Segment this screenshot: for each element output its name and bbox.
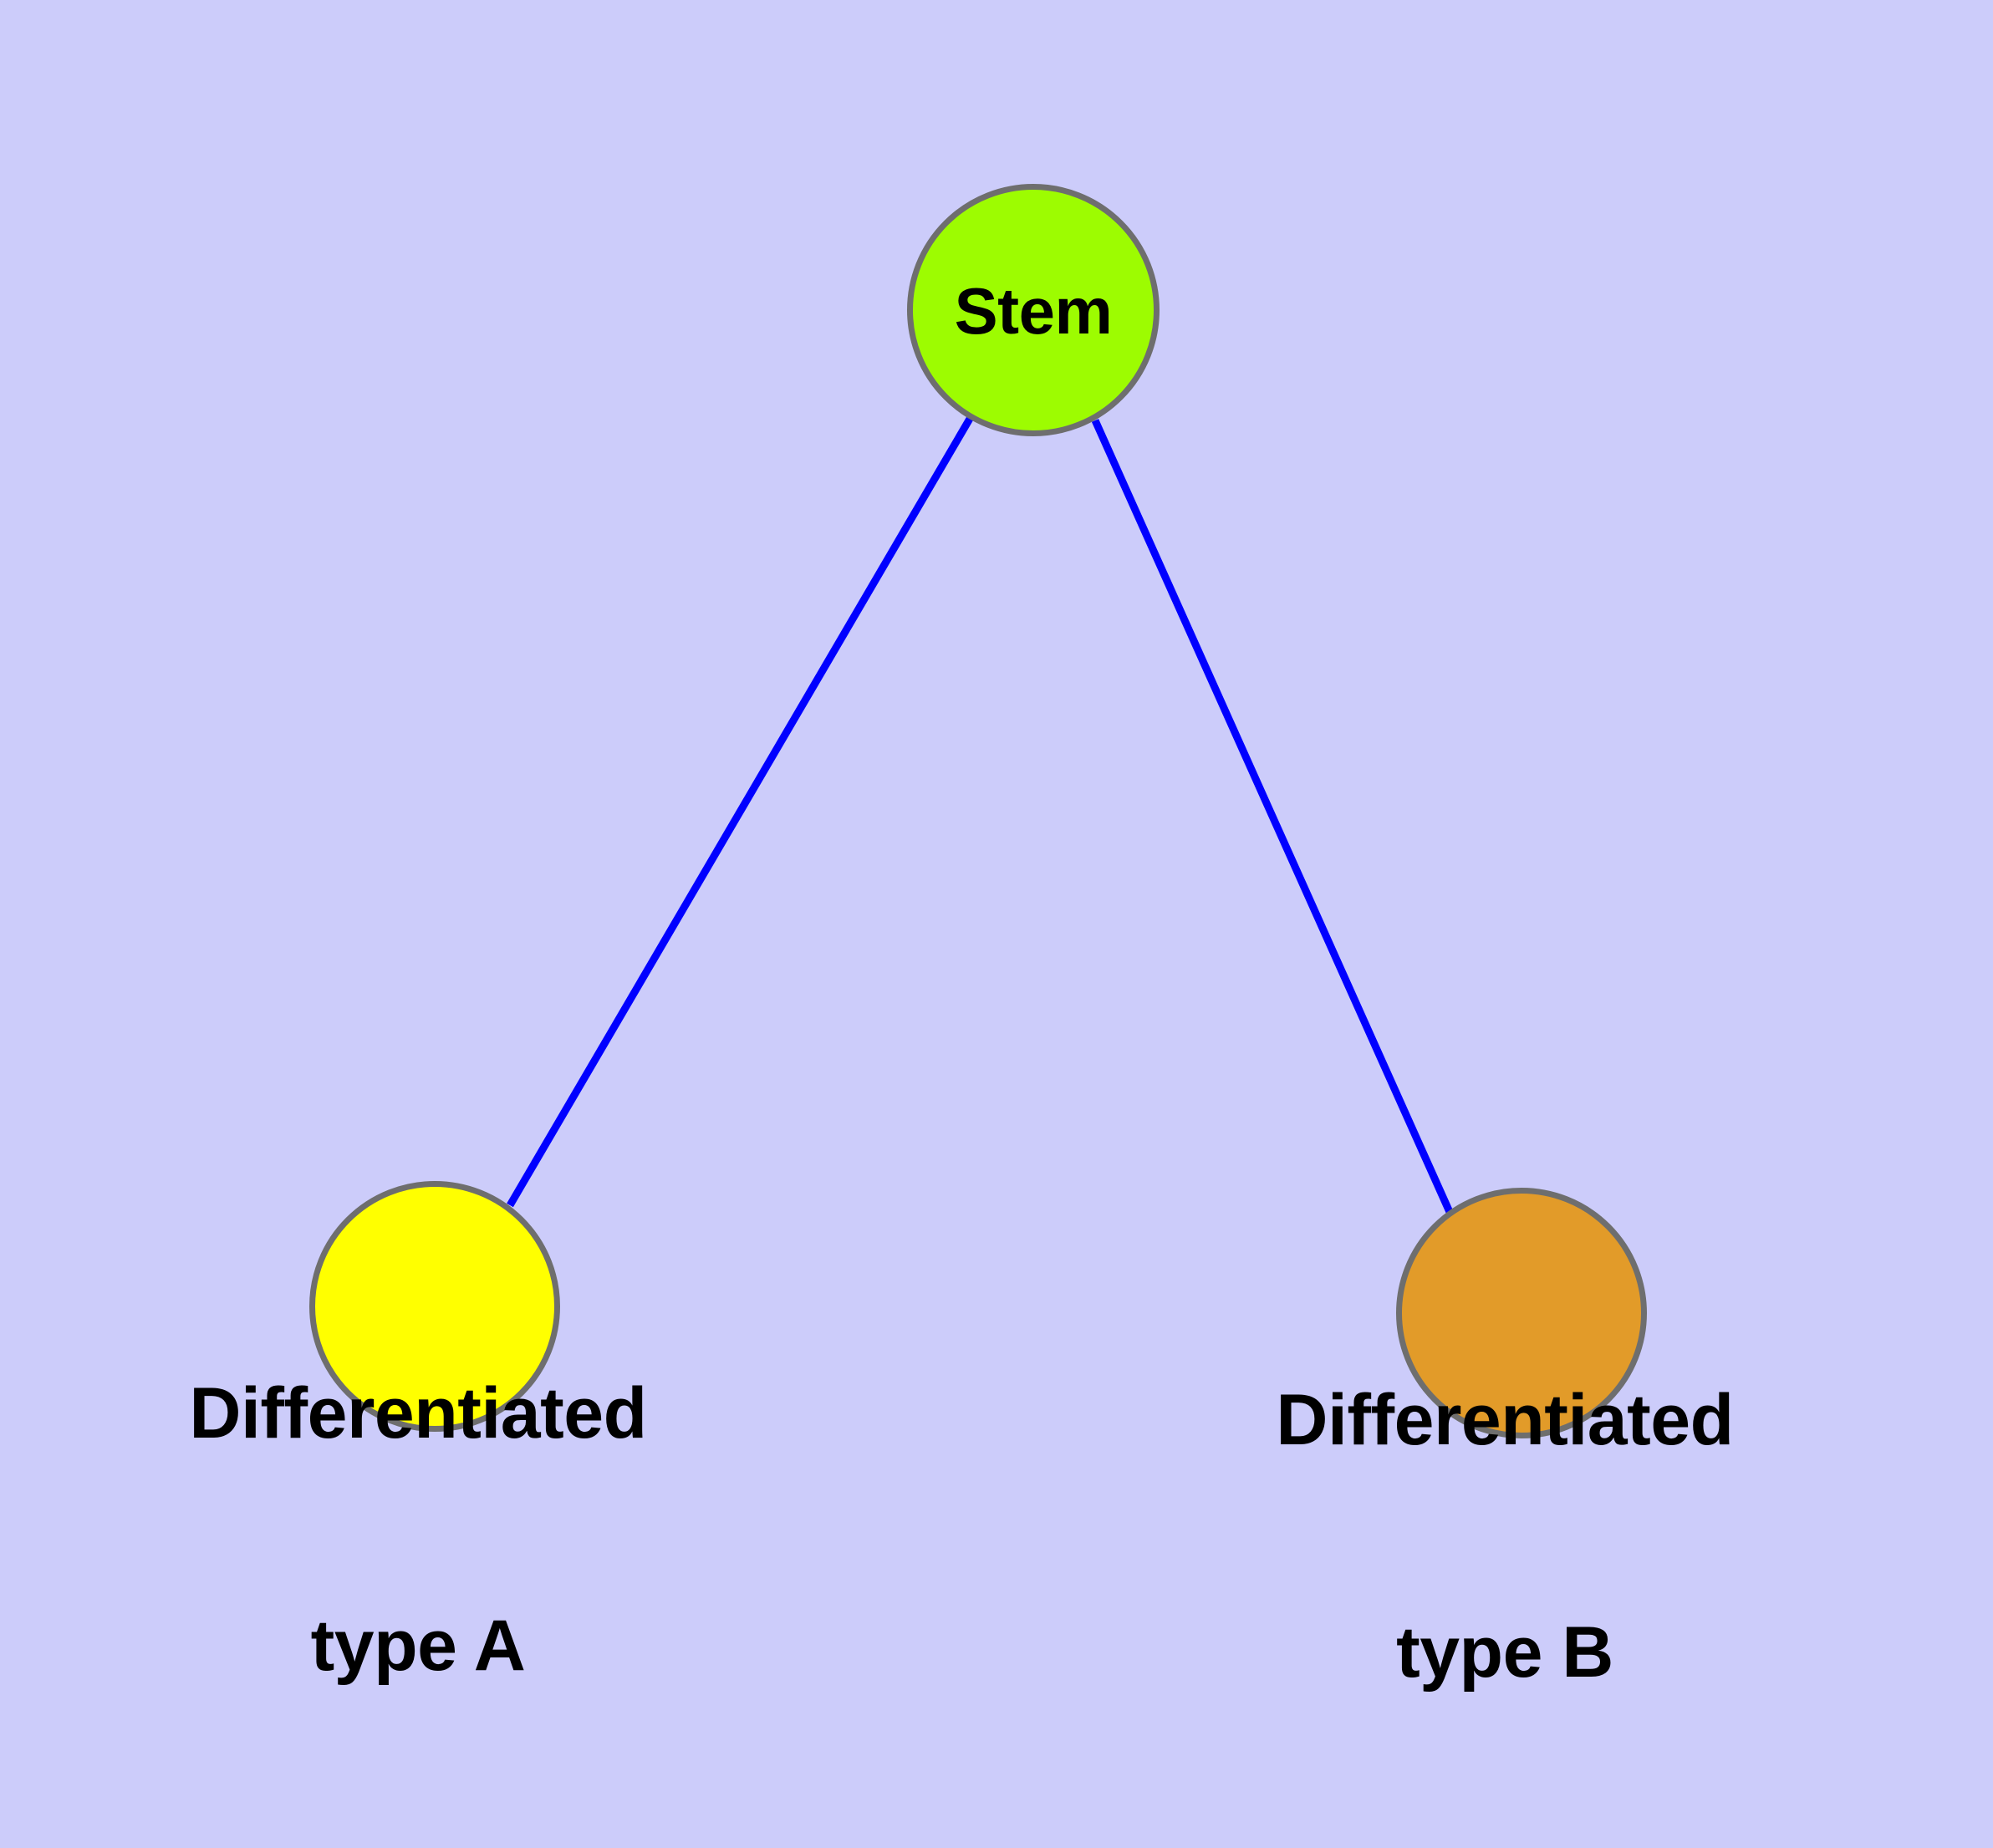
graph-canvas: Stem Differentiated type A Differentiate… (189, 184, 1735, 1692)
edge-layer (507, 416, 1454, 1214)
node-stem[interactable] (907, 184, 1160, 436)
edge-stem-to-diff-b[interactable] (1091, 419, 1454, 1214)
node-diff-b[interactable] (1396, 1188, 1647, 1438)
node-diff-a[interactable] (309, 1181, 560, 1432)
edge-stem-to-diff-a[interactable] (507, 416, 973, 1208)
